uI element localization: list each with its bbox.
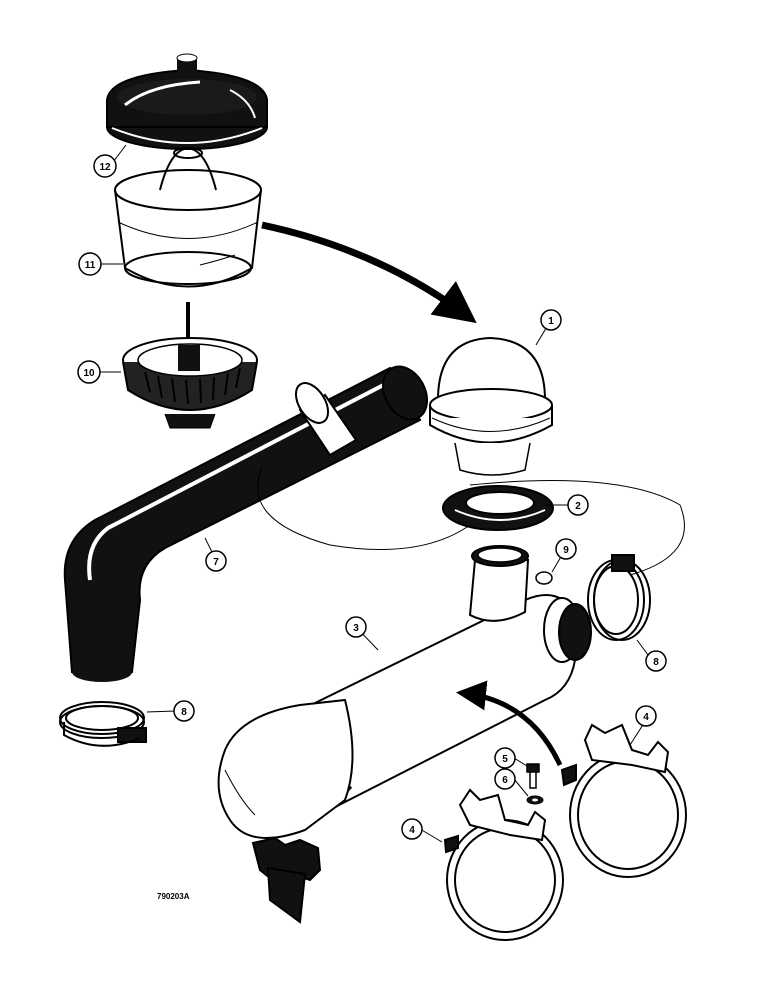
arrow-to-cap xyxy=(261,221,477,324)
svg-text:1: 1 xyxy=(548,316,554,327)
svg-text:11: 11 xyxy=(85,260,96,271)
svg-text:10: 10 xyxy=(83,368,95,379)
callout-4-left: 4 xyxy=(401,818,423,840)
callout-6: 6 xyxy=(494,768,516,790)
callout-10: 10 xyxy=(77,360,101,384)
svg-text:5: 5 xyxy=(502,754,508,765)
part-1-dome xyxy=(429,336,553,476)
leader-loop-right xyxy=(469,480,685,576)
svg-text:3: 3 xyxy=(353,623,359,634)
callout-7: 7 xyxy=(205,550,227,572)
callout-2: 2 xyxy=(567,494,589,516)
callout-9: 9 xyxy=(555,538,577,560)
hose-inlet-sleeve xyxy=(294,382,358,457)
part-11-bowl xyxy=(114,146,262,288)
svg-text:2: 2 xyxy=(575,501,581,512)
part-9-plug xyxy=(535,571,553,585)
arrow-to-canister xyxy=(456,680,563,767)
figure-reference: 790203A xyxy=(157,892,190,901)
part-3-canister xyxy=(217,545,592,924)
part-4-band-right xyxy=(560,723,687,878)
callout-11: 11 xyxy=(78,252,102,276)
callout-3: 3 xyxy=(345,616,367,638)
part-2-seal xyxy=(442,485,554,531)
svg-text:4: 4 xyxy=(409,825,415,836)
part-4-band-left xyxy=(443,788,564,941)
callout-8-upper: 8 xyxy=(645,650,667,672)
svg-text:6: 6 xyxy=(502,775,508,786)
svg-text:4: 4 xyxy=(643,712,649,723)
part-8-clamp-lower xyxy=(59,701,147,747)
part-8-clamp-upper xyxy=(587,554,651,641)
part-7-hose xyxy=(63,365,429,682)
part-5-bolt xyxy=(526,763,540,789)
callout-5: 5 xyxy=(494,747,516,769)
svg-text:9: 9 xyxy=(563,545,569,556)
part-10-element xyxy=(122,302,258,429)
callout-1: 1 xyxy=(540,309,562,331)
svg-text:8: 8 xyxy=(653,657,659,668)
svg-text:8: 8 xyxy=(181,707,187,718)
leader-loop-left xyxy=(257,467,471,550)
callout-8-lower: 8 xyxy=(173,700,195,722)
svg-text:7: 7 xyxy=(213,557,219,568)
svg-text:12: 12 xyxy=(99,162,111,173)
part-12-cap xyxy=(106,53,268,150)
part-6-washer xyxy=(526,795,544,805)
callout-4-right: 4 xyxy=(635,705,657,727)
callout-12: 12 xyxy=(93,154,117,178)
